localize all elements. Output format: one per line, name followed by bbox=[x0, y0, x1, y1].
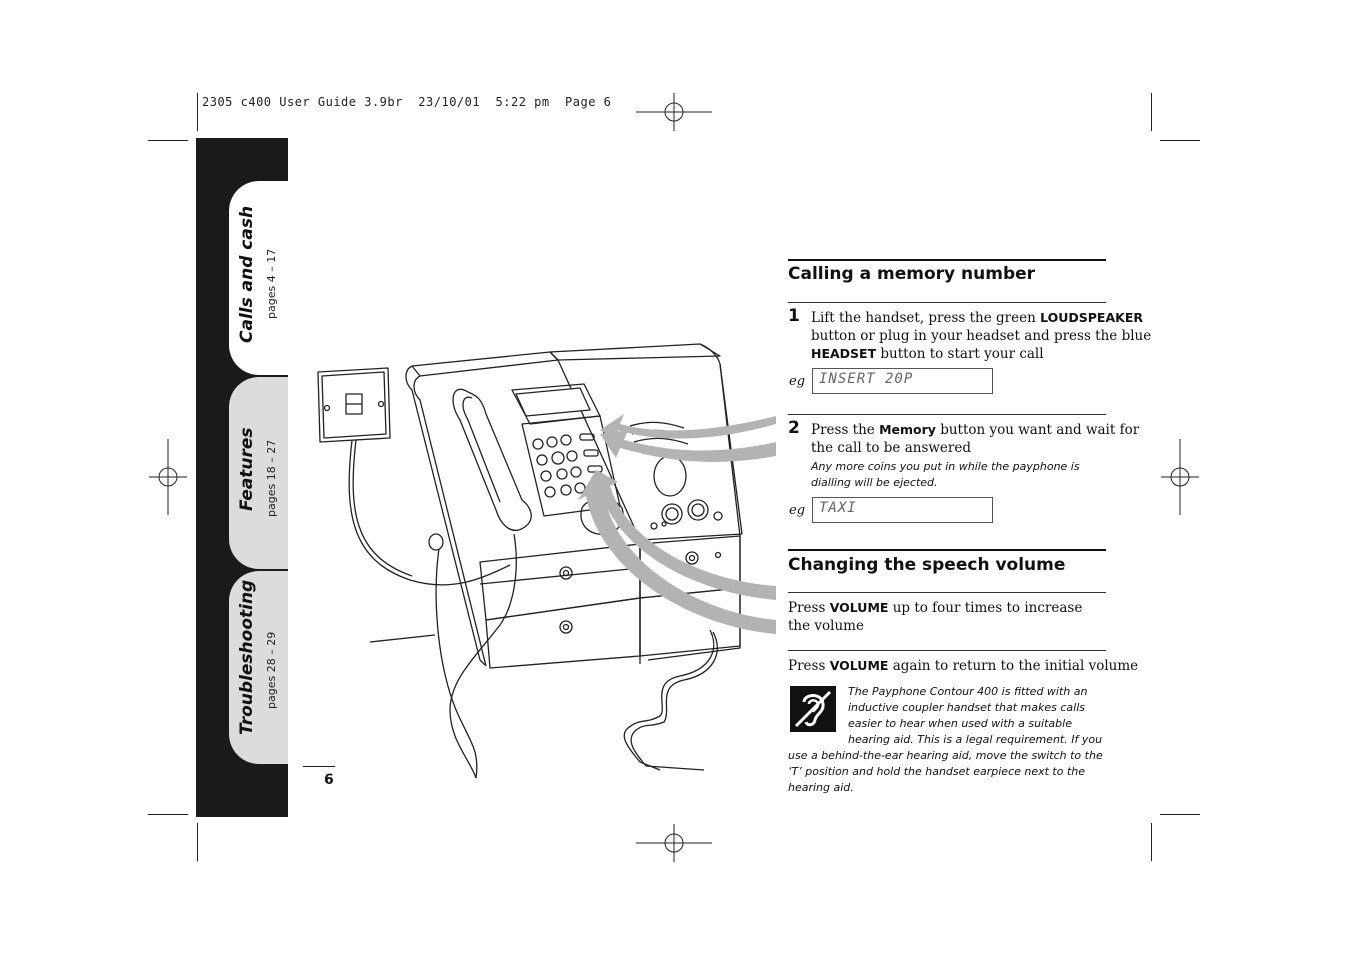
step-rule bbox=[788, 650, 1106, 651]
tab-title: Troubleshooting bbox=[237, 579, 257, 735]
section-rule bbox=[788, 549, 1106, 551]
loudspeaker-label: LOUDSPEAKER bbox=[1040, 310, 1143, 325]
step-rule bbox=[788, 592, 1106, 593]
step-2-number: 2 bbox=[788, 418, 800, 438]
headset-label: HEADSET bbox=[811, 346, 877, 361]
page-number: 6 bbox=[324, 772, 334, 788]
volume-up-text-b: up to four times to increase the volume bbox=[788, 600, 1083, 634]
step-2-text: Press the Memory button you want and wai… bbox=[811, 421, 1139, 457]
volume-up-text-a: Press bbox=[788, 600, 830, 616]
volume-label: VOLUME bbox=[829, 658, 889, 673]
volume-reset-text-a: Press bbox=[788, 658, 830, 674]
tab-pages: pages 28 – 29 bbox=[265, 631, 278, 709]
tab-title: Calls and cash bbox=[237, 205, 257, 343]
heading-changing-speech-volume: Changing the speech volume bbox=[788, 555, 1066, 575]
tab-calls-and-cash[interactable]: Calls and cash pages 4 – 17 bbox=[229, 181, 288, 375]
tab-features[interactable]: Features pages 18 – 27 bbox=[229, 377, 288, 569]
hearing-aid-note-text: The Payphone Contour 400 is fitted with … bbox=[788, 685, 1103, 794]
eg-label: eg bbox=[789, 503, 806, 518]
heading-calling-memory-number: Calling a memory number bbox=[788, 264, 1036, 284]
hearing-aid-note: The Payphone Contour 400 is fitted with … bbox=[788, 684, 1108, 796]
icon-spacer bbox=[788, 684, 848, 742]
step-1-text-c: button to start your call bbox=[876, 346, 1044, 362]
step-2-text-a: Press the bbox=[811, 422, 880, 438]
step-1-text: Lift the handset, press the green LOUDSP… bbox=[811, 309, 1152, 364]
step-2-text-b: button you want and wait for bbox=[935, 422, 1140, 438]
memory-label: Memory bbox=[879, 422, 936, 437]
step-2-note: Any more coins you put in while the payp… bbox=[811, 460, 1080, 489]
section-rule bbox=[788, 259, 1106, 261]
step-1-text-b: button or plug in your headset and press… bbox=[811, 327, 1152, 344]
volume-up-text: Press VOLUME up to four times to increas… bbox=[788, 599, 1088, 635]
page-number-rule bbox=[303, 766, 335, 767]
eg-label: eg bbox=[789, 374, 806, 389]
payphone-illustration bbox=[317, 343, 776, 779]
display-taxi: TAXI bbox=[812, 497, 993, 523]
step-rule bbox=[788, 414, 1106, 415]
volume-label: VOLUME bbox=[829, 600, 889, 615]
print-slug-line: 2305 c400 User Guide 3.9br 23/10/01 5:22… bbox=[202, 95, 612, 109]
tab-pages: pages 18 – 27 bbox=[265, 439, 278, 517]
tab-troubleshooting[interactable]: Troubleshooting pages 28 – 29 bbox=[229, 571, 288, 764]
volume-reset-text: Press VOLUME again to return to the init… bbox=[788, 657, 1138, 676]
step-1-text-a: Lift the handset, press the green bbox=[811, 310, 1041, 326]
display-insert-20p: INSERT 20P bbox=[812, 368, 993, 394]
step-1-number: 1 bbox=[788, 306, 800, 326]
step-rule bbox=[788, 302, 1106, 303]
tab-pages: pages 4 – 17 bbox=[265, 248, 278, 319]
tab-title: Features bbox=[237, 427, 257, 511]
step-2-text-c: the call to be answered bbox=[811, 439, 972, 456]
hearing-loop-icon bbox=[790, 686, 836, 732]
volume-reset-text-b: again to return to the initial volume bbox=[888, 658, 1139, 674]
